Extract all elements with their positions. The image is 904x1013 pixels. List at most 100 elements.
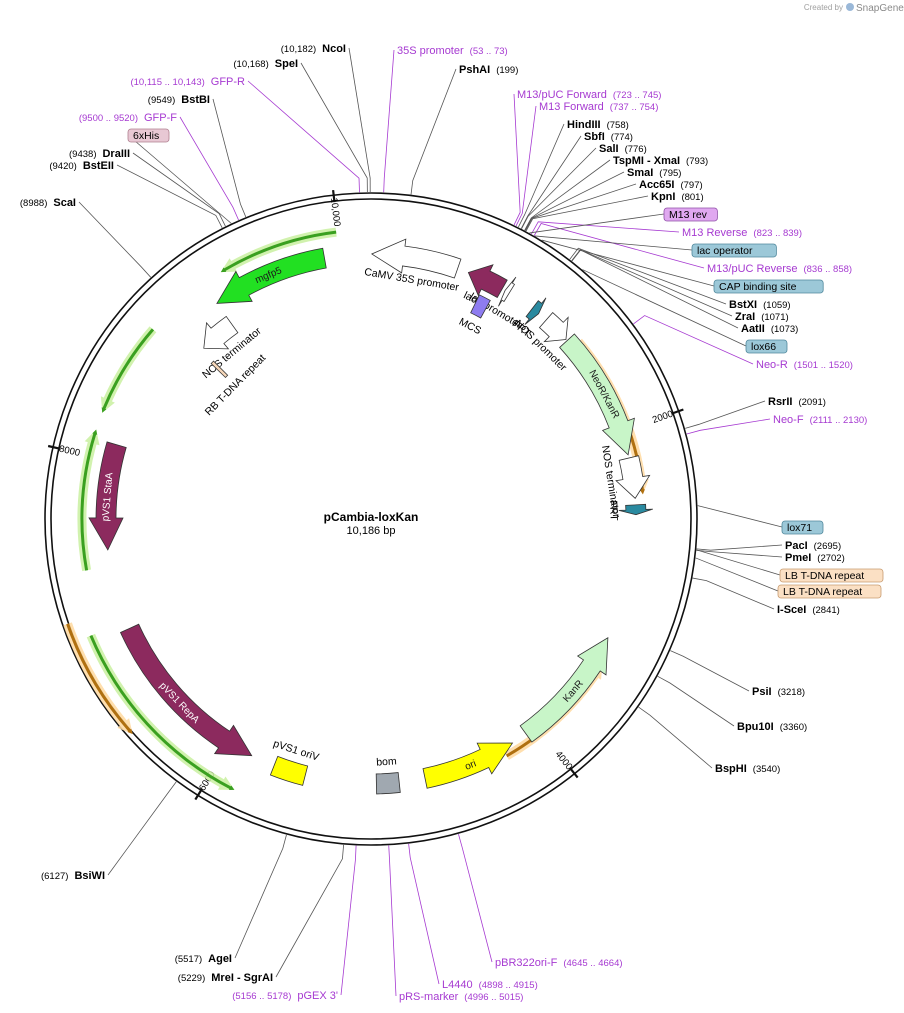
primer-neo-r[interactable]: Neo-R(1501 .. 1520): [756, 359, 853, 371]
site-smai[interactable]: SmaI(795): [627, 167, 681, 179]
site-bstbi[interactable]: (9549)BstBI: [148, 94, 210, 106]
feature-arrow-shape: [210, 360, 229, 379]
primer-pgex-3[interactable]: (5156 .. 5178)pGEX 3': [232, 990, 338, 1002]
site-draiii[interactable]: (9438)DraIII: [69, 148, 130, 160]
feature-box-lb-t-dna-repeat[interactable]: LB T-DNA repeat: [777, 584, 882, 599]
site-pshai[interactable]: PshAI(199): [459, 64, 518, 76]
site-ncoi[interactable]: (10,182)NcoI: [281, 43, 346, 55]
primer-gfp-f[interactable]: (9500 .. 9520)GFP-F: [79, 112, 177, 124]
label-position: (53 .. 73): [470, 46, 508, 57]
primer-m13-puc-reverse[interactable]: M13/pUC Reverse(836 .. 858): [707, 263, 852, 275]
site-kpni[interactable]: KpnI(801): [651, 191, 704, 203]
feature-box-lb-t-dna-repeat[interactable]: LB T-DNA repeat: [779, 568, 884, 583]
primer-pbr322ori-f[interactable]: pBR322ori-F(4645 .. 4664): [495, 957, 623, 969]
primer-arrow-glow: [77, 429, 100, 572]
primer-neo-f[interactable]: Neo-F(2111 .. 2130): [773, 414, 867, 426]
site-paci[interactable]: PacI(2695): [785, 540, 841, 552]
feature-label: pVS1 StaA: [100, 472, 115, 522]
feature-neor-kanr[interactable]: NeoR/KanR: [559, 333, 635, 456]
site-pmei[interactable]: PmeI(2702): [785, 552, 845, 564]
leader-line: [696, 549, 783, 558]
feature-ori[interactable]: ori: [422, 742, 514, 789]
feature-box-m13-rev[interactable]: M13 rev: [663, 207, 718, 222]
site-bsphi[interactable]: BspHI(3540): [715, 763, 780, 775]
label-position: (10,168): [233, 59, 268, 70]
site-mrei-sgrai[interactable]: (5229)MreI - SgrAI: [178, 972, 273, 984]
label-name: KpnI: [651, 191, 675, 203]
primer-arrow-glow: [86, 633, 235, 790]
leader-line: [657, 675, 735, 727]
label-position: (793): [686, 156, 708, 167]
site-bsteii[interactable]: (9420)BstEII: [49, 160, 114, 172]
leader-line: [695, 557, 779, 592]
site-spei[interactable]: (10,168) SpeI: [233, 58, 298, 70]
feature-box-bg: [691, 243, 777, 258]
primer-prs-marker[interactable]: pRS-marker(4996 .. 5015): [399, 991, 523, 1003]
feature-rb-t-dna-repeat[interactable]: RB T-DNA repeat: [203, 352, 268, 418]
primer-m13-forward[interactable]: M13 Forward(737 .. 754): [539, 101, 658, 113]
primer-35s-promoter[interactable]: 35S promoter(53 .. 73): [397, 45, 508, 57]
primer-m13-reverse[interactable]: M13 Reverse(823 .. 839): [682, 227, 802, 239]
label-name: Neo-F: [773, 414, 804, 426]
site-rsrii[interactable]: RsrII(2091): [768, 396, 826, 408]
site-agei[interactable]: (5517)AgeI: [175, 953, 232, 965]
site-bstxi[interactable]: BstXI(1059): [729, 299, 791, 311]
feature-box-lox71[interactable]: lox71: [781, 520, 824, 535]
feature-camv-35s-promoter[interactable]: CaMV 35S promoter: [363, 238, 462, 294]
label-position: (3360): [780, 722, 807, 733]
label-name: PshAI: [459, 64, 490, 76]
label-name: PacI: [785, 540, 808, 552]
feature-box-label: LB T-DNA repeat: [785, 570, 864, 582]
primer-arrow-glow: [220, 227, 337, 273]
site-tspmi-xmai[interactable]: TspMI - XmaI(793): [613, 155, 708, 167]
site-sali[interactable]: SalI(776): [599, 143, 647, 155]
label-position: (823 .. 839): [753, 228, 802, 239]
site-zrai[interactable]: ZraI(1071): [735, 311, 789, 323]
label-position: (10,115 .. 10,143): [130, 77, 204, 88]
leader-line: [697, 505, 783, 528]
feature-pvs1-oriv[interactable]: pVS1 oriV: [269, 738, 320, 786]
tick-label: 8000: [58, 444, 81, 459]
feature-bom[interactable]: bom: [375, 755, 401, 795]
feature-kanr[interactable]: KanR: [519, 637, 609, 743]
feature-arrow-shape: [467, 264, 508, 299]
label-name: AgeI: [208, 953, 232, 965]
feature-label: MCS: [457, 316, 483, 337]
feature-pvs1-staa[interactable]: pVS1 StaA: [88, 441, 127, 551]
label-name: DraIII: [102, 148, 130, 160]
feature-arrow-shape: [519, 637, 609, 743]
site-scai[interactable]: (8988)ScaI: [20, 197, 76, 209]
label-name: BsiWI: [74, 870, 105, 882]
leader-line: [410, 68, 457, 195]
leader-line: [408, 843, 440, 985]
site-aatii[interactable]: AatII(1073): [741, 323, 798, 335]
plasmid-length: 10,186 bp: [347, 525, 396, 537]
label-position: (3540): [753, 764, 780, 775]
site-acc65i[interactable]: Acc65I(797): [639, 179, 703, 191]
feature-box-bg: [777, 584, 882, 599]
backbone-outer-strand: [44, 192, 698, 846]
label-position: (795): [659, 168, 681, 179]
label-name: Acc65I: [639, 179, 674, 191]
site-bpu10i[interactable]: Bpu10I(3360): [737, 721, 807, 733]
primer-l4440[interactable]: L4440(4898 .. 4915): [442, 979, 538, 991]
feature-box-lac-operator[interactable]: lac operator: [691, 243, 777, 258]
site-hindiii[interactable]: HindIII(758): [567, 119, 629, 131]
site-sbfi[interactable]: SbfI(774): [584, 131, 633, 143]
site-i-scei[interactable]: I-SceI(2841): [777, 604, 840, 616]
label-name: SpeI: [275, 58, 298, 70]
site-bsiwi[interactable]: (6127)BsiWI: [41, 870, 105, 882]
site-psii[interactable]: PsiI(3218): [752, 686, 805, 698]
feature-nos-promoter[interactable]: NOS promoter: [512, 311, 569, 374]
primer-m13-puc-forward[interactable]: M13/pUC Forward(723 .. 745): [517, 89, 661, 101]
feature-box-lox66[interactable]: lox66: [745, 339, 788, 354]
feature-box-cap-binding-site[interactable]: CAP binding site: [713, 279, 824, 294]
leader-line: [247, 80, 360, 193]
label-position: (1501 .. 1520): [794, 360, 853, 371]
feature-box-6xhis[interactable]: 6xHis: [127, 128, 170, 143]
feature-frt[interactable]: FRT: [607, 500, 653, 521]
feature-pvs1-repa[interactable]: pVS1 RepA: [119, 623, 253, 757]
feature-mgfp5[interactable]: mgfp5: [216, 247, 327, 304]
primer-gfp-r[interactable]: (10,115 .. 10,143)GFP-R: [130, 76, 245, 88]
